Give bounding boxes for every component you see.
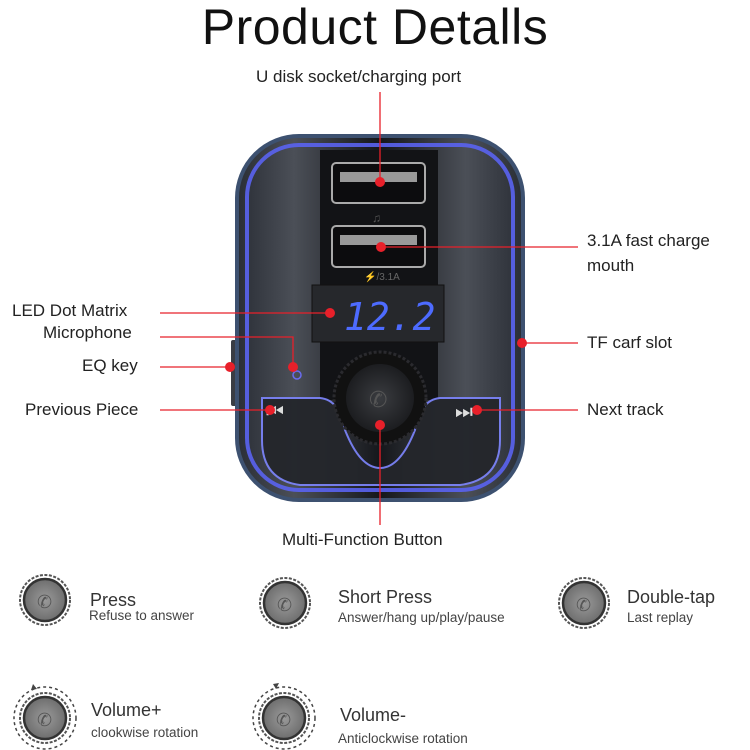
label-usb-port: U disk socket/charging port — [256, 67, 462, 86]
knob-phone-icon: ✆ — [369, 387, 387, 412]
rotate-anticlockwise-knob-icon: ✆ — [252, 683, 316, 750]
rotate-clockwise-knob-icon: ✆ — [13, 684, 77, 750]
svg-text:✆: ✆ — [37, 592, 52, 612]
operation-title: Press — [90, 590, 137, 610]
music-glyph: ♫ — [372, 211, 381, 225]
label-multi-function: Multi-Function Button — [282, 530, 443, 549]
phone-knob-icon: ✆ — [558, 577, 610, 629]
operation-desc: clookwise rotation — [91, 725, 199, 740]
label-eq-key: EQ key — [82, 356, 138, 375]
power-marking: ⚡/3.1A — [364, 270, 400, 283]
svg-text:✆: ✆ — [37, 710, 52, 730]
page-title: Product Detalls — [201, 0, 549, 55]
operation-desc: Refuse to answer — [89, 608, 195, 623]
label-previous: Previous Piece — [25, 400, 139, 419]
callout-lines — [160, 92, 578, 525]
operation-desc: Anticlockwise rotation — [338, 731, 468, 746]
operation-title: Volume- — [340, 705, 407, 725]
label-led-dot-matrix: LED Dot Matrix — [12, 301, 128, 320]
svg-text:✆: ✆ — [276, 710, 291, 730]
operation-title: Double-tap — [627, 587, 716, 607]
callout-dots — [225, 177, 527, 430]
svg-text:✆: ✆ — [277, 595, 292, 615]
svg-text:✆: ✆ — [576, 595, 591, 615]
label-microphone: Microphone — [43, 323, 132, 342]
operation-title: Short Press — [338, 587, 433, 607]
label-next: Next track — [587, 400, 664, 419]
operation-desc: Last replay — [627, 610, 694, 625]
next-track-icon: ⏭ — [455, 401, 473, 423]
phone-knob-icon: ✆ — [259, 577, 311, 629]
label-fast-charge: 3.1A fast charge — [587, 231, 710, 250]
operation-desc: Answer/hang up/play/pause — [338, 610, 505, 625]
operation-title: Volume+ — [91, 700, 162, 720]
microphone-hole — [292, 370, 302, 380]
phone-knob-icon: ✆ — [19, 574, 71, 626]
display-value: 12.2 — [344, 295, 436, 339]
label-tf-slot: TF carf slot — [587, 333, 673, 352]
label-fast-charge-line2: mouth — [587, 256, 635, 275]
